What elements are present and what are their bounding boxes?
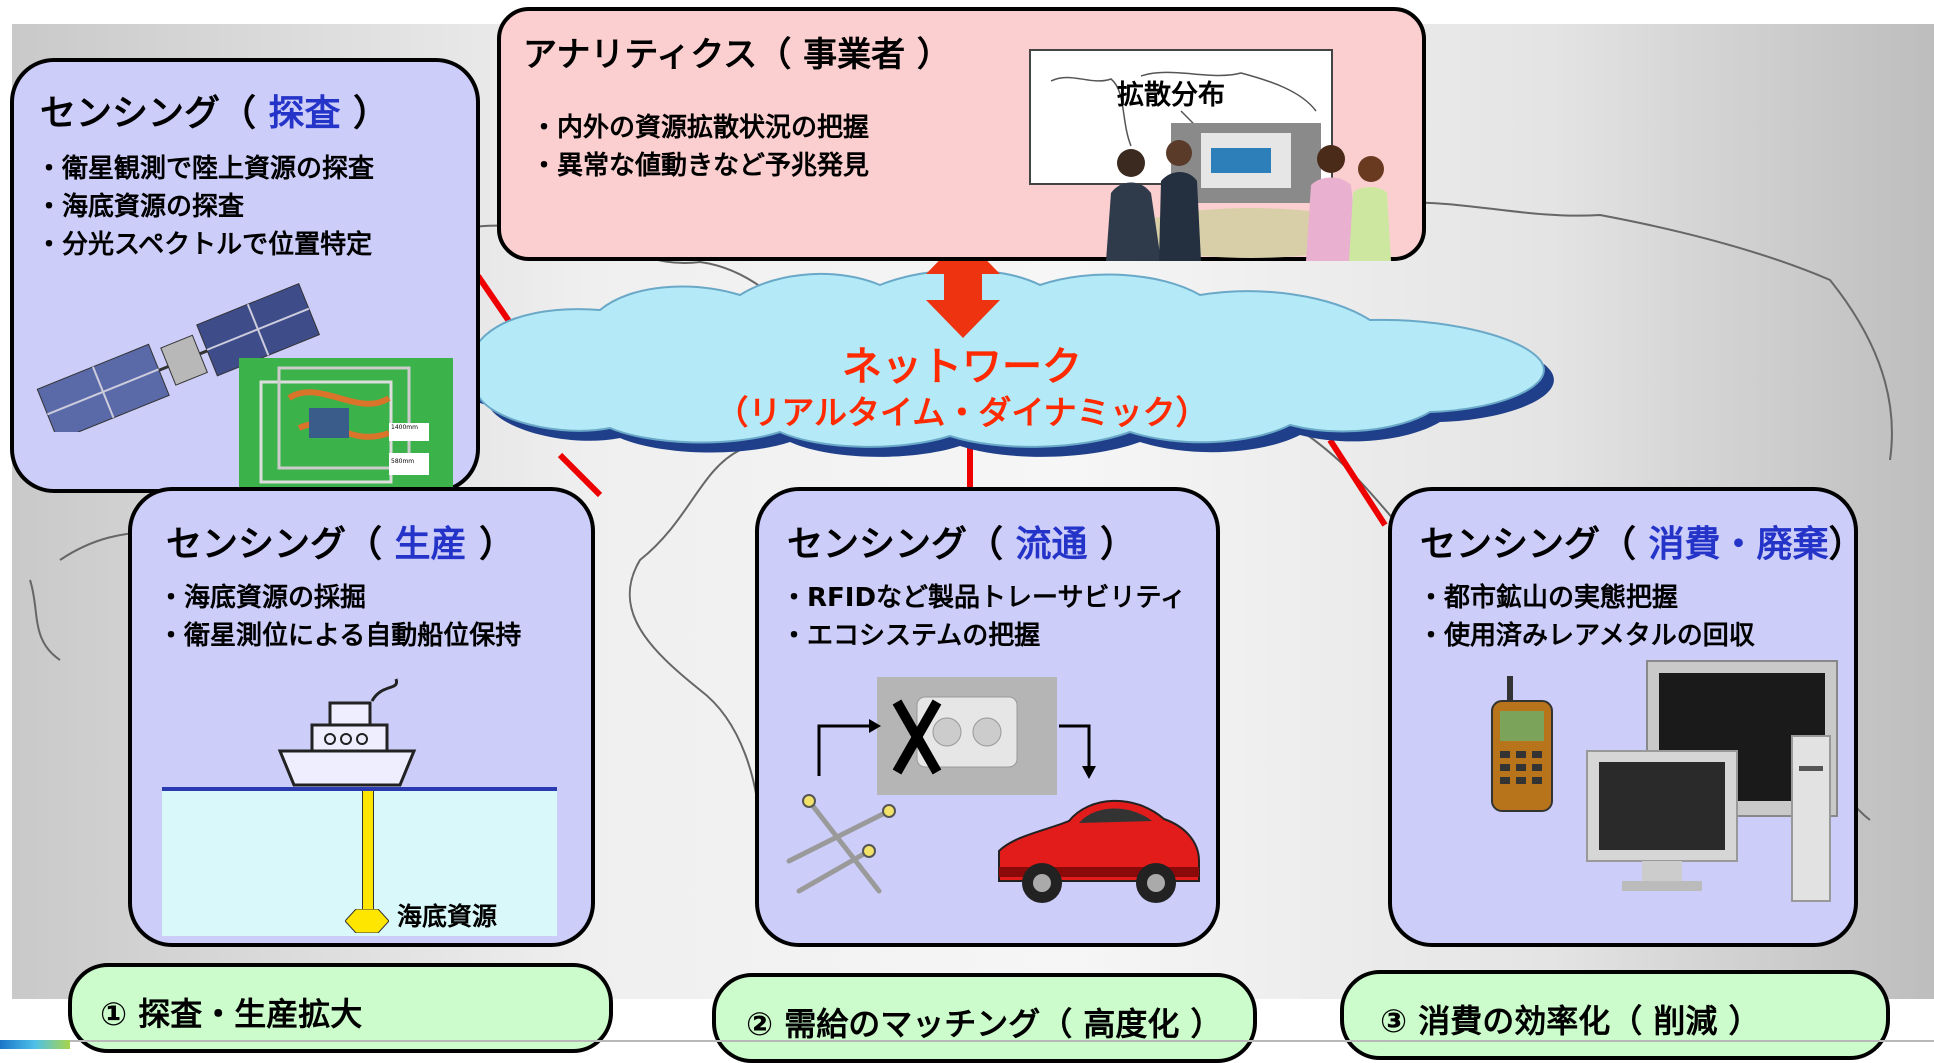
outcome-label: ① 探査・生産拡大 bbox=[100, 995, 363, 1033]
title-keyword: 探査 bbox=[268, 93, 341, 134]
title-keyword: 生産 bbox=[394, 524, 467, 565]
flow-arrows bbox=[817, 719, 1096, 779]
outcome-matching: ② 需給のマッチング（ 高度化 ） bbox=[712, 973, 1257, 1063]
production-bullet: ・海底資源の採掘 bbox=[158, 583, 367, 613]
engine-icon bbox=[892, 696, 1018, 775]
title-prefix: センシング（ bbox=[40, 93, 269, 134]
red-car-icon bbox=[998, 799, 1200, 903]
mobile-phone-icon bbox=[1491, 676, 1553, 812]
network-cloud bbox=[458, 269, 1554, 457]
title-suffix: ） bbox=[1087, 524, 1137, 565]
distribution-bullet: ・RFIDなど製品トレーサビリティ bbox=[781, 583, 1186, 613]
sensing-production-box: センシング（ 生産 ） ・海底資源の採掘 ・衛星測位による自動船位保持 海底資源 bbox=[128, 487, 595, 947]
exploration-bullets: ・衛星観測で陸上資源の探査 ・海底資源の探査 ・分光スペクトルで位置特定 bbox=[36, 150, 374, 264]
sensing-distribution-box: センシング（ 流通 ） ・RFIDなど製品トレーサビリティ ・エコシステムの把握 bbox=[755, 487, 1220, 947]
sensor-rig-photo: 1400mm 580mm bbox=[239, 358, 453, 493]
exploration-bullet: ・衛星観測で陸上資源の探査 bbox=[36, 154, 375, 184]
map-label: 拡散分布 bbox=[1117, 80, 1225, 111]
scale-label: 1400mm bbox=[391, 424, 418, 431]
double-arrow-icon bbox=[926, 236, 1000, 338]
network-title: ネットワーク bbox=[842, 344, 1082, 390]
title-keyword: 消費・廃棄 bbox=[1648, 524, 1829, 565]
meeting-people-icon bbox=[1106, 123, 1391, 261]
title-suffix: ） bbox=[1828, 524, 1865, 565]
outcome-label: ② 需給のマッチング（ 高度化 ） bbox=[746, 1005, 1223, 1043]
footer-logo-strip bbox=[0, 1040, 70, 1049]
analytics-bullet: ・内外の資源拡散状況の把握 bbox=[531, 113, 870, 143]
engine-image bbox=[877, 677, 1057, 795]
analytics-bullet: ・異常な値動きなど予兆発見 bbox=[531, 151, 870, 181]
seabed-scene: 海底資源 bbox=[162, 787, 557, 936]
connector-consumption bbox=[1327, 438, 1388, 527]
sensor-rig-icon bbox=[259, 366, 429, 484]
title-keyword: 流通 bbox=[1015, 524, 1088, 565]
title-prefix: センシング（ bbox=[1420, 524, 1649, 565]
exploration-title: センシング（ 探査 ） bbox=[40, 84, 389, 136]
drill-pipe bbox=[362, 791, 374, 913]
distribution-bullets: ・RFIDなど製品トレーサビリティ ・エコシステムの把握 bbox=[781, 579, 1186, 655]
footer-rule bbox=[0, 1040, 1934, 1042]
sensing-consumption-box: センシング（ 消費・廃棄） ・都市鉱山の実態把握 ・使用済みレアメタルの回収 bbox=[1388, 487, 1865, 947]
outcome-label: ③ 消費の効率化（ 削減 ） bbox=[1380, 1002, 1761, 1040]
scale-label: 580mm bbox=[391, 458, 415, 465]
analytics-box: アナリティクス（ 事業者 ） ・内外の資源拡散状況の把握 ・異常な値動きなど予兆… bbox=[497, 7, 1426, 261]
distribution-bullet: ・エコシステムの把握 bbox=[781, 621, 1041, 651]
network-subtitle: （リアルタイム・ダイナミック） bbox=[715, 393, 1209, 432]
seabed-label: 海底資源 bbox=[397, 902, 498, 931]
computer-monitor-icon bbox=[1586, 660, 1838, 902]
title-suffix: ） bbox=[466, 524, 516, 565]
sensing-exploration-box: センシング（ 探査 ） ・衛星観測で陸上資源の探査 ・海底資源の探査 ・分光スペ… bbox=[10, 58, 480, 493]
connector-production bbox=[557, 452, 603, 498]
analytics-bullets: ・内外の資源拡散状況の把握 ・異常な値動きなど予兆発見 bbox=[531, 109, 869, 185]
outcome-efficiency: ③ 消費の効率化（ 削減 ） bbox=[1340, 970, 1890, 1060]
title-suffix: ） bbox=[340, 93, 390, 134]
exploration-bullet: ・分光スペクトルで位置特定 bbox=[36, 230, 373, 260]
distribution-title: センシング（ 流通 ） bbox=[787, 515, 1136, 567]
drill-head-icon bbox=[345, 909, 389, 933]
satellite-icon bbox=[36, 282, 321, 432]
consumption-bullet: ・使用済みレアメタルの回収 bbox=[1418, 621, 1755, 651]
nails-icon bbox=[786, 794, 896, 894]
production-bullet: ・衛星測位による自動船位保持 bbox=[158, 621, 522, 651]
analytics-title: アナリティクス（ 事業者 ） bbox=[523, 35, 951, 75]
production-bullets: ・海底資源の採掘 ・衛星測位による自動船位保持 bbox=[158, 579, 521, 655]
ship-icon bbox=[277, 678, 417, 787]
consumption-bullet: ・都市鉱山の実態把握 bbox=[1418, 583, 1679, 613]
consumption-bullets: ・都市鉱山の実態把握 ・使用済みレアメタルの回収 bbox=[1418, 579, 1755, 655]
consumption-title: センシング（ 消費・廃棄） bbox=[1420, 515, 1865, 567]
title-prefix: センシング（ bbox=[787, 524, 1016, 565]
title-prefix: センシング（ bbox=[166, 524, 395, 565]
exploration-bullet: ・海底資源の探査 bbox=[36, 192, 245, 222]
production-title: センシング（ 生産 ） bbox=[166, 515, 515, 567]
